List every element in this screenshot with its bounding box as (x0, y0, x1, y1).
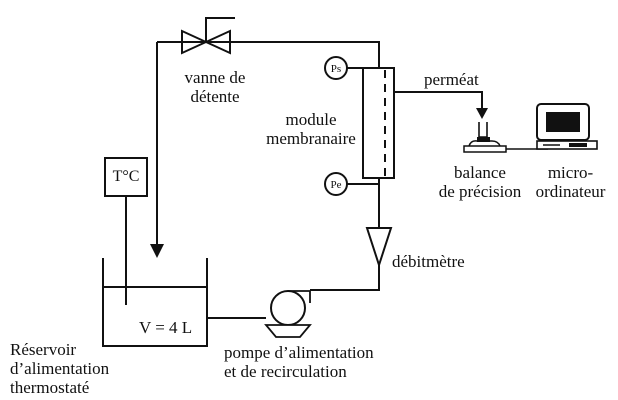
computer-icon (536, 103, 598, 150)
label-balance: balance de précision (438, 163, 522, 201)
precision-balance-icon (463, 122, 507, 153)
label-pompe: pompe d’alimentation et de recirculation (224, 343, 374, 381)
expansion-valve (181, 17, 235, 55)
reservoir (102, 258, 208, 347)
label-debitmetre: débitmètre (392, 252, 465, 271)
label-permeat: perméat (424, 70, 479, 89)
reservoir-return-arrowhead (150, 244, 164, 258)
pump (264, 290, 312, 338)
gauge-ps-label: Ps (331, 63, 341, 75)
label-vanne: vanne de détente (184, 68, 246, 106)
pressure-gauge-pe: Pe (324, 172, 379, 196)
permeate-line (394, 91, 488, 119)
thermometer (104, 157, 148, 305)
label-reservoir: Réservoir d’alimentation thermostaté (10, 340, 110, 397)
label-temperature: T°C (112, 168, 140, 185)
membrane-module (362, 67, 395, 179)
pipe-flowmeter-to-pump (310, 258, 380, 291)
gauge-pe-label: Pe (331, 179, 342, 191)
label-volume: V = 4 L (139, 318, 193, 337)
flowmeter (365, 227, 393, 269)
label-micro: micro- ordinateur (535, 163, 606, 201)
label-module: module membranaire (266, 110, 356, 148)
